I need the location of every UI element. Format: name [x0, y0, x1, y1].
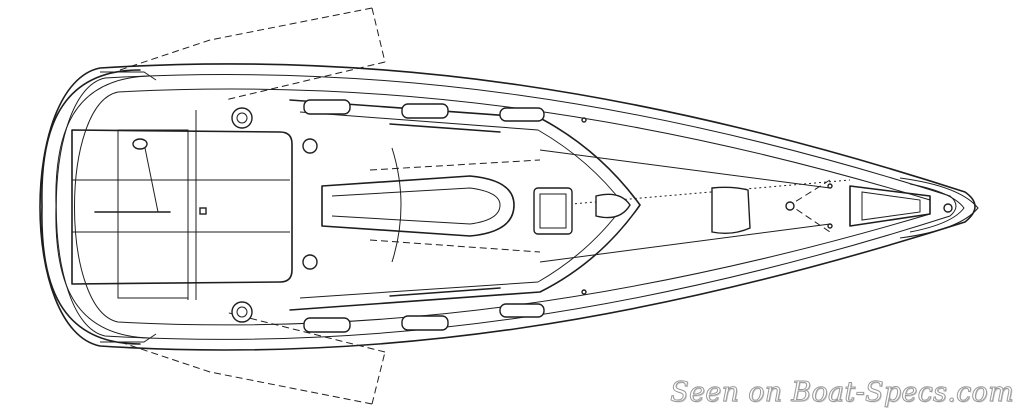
foredeck	[785, 185, 953, 227]
bow-pulpit	[899, 177, 979, 239]
cockpit	[71, 110, 293, 300]
winches	[231, 107, 318, 323]
watermark: Seen on Boat-Specs.com	[670, 377, 1014, 409]
hatches	[533, 186, 751, 235]
coachroof	[289, 99, 641, 311]
hull	[39, 63, 976, 351]
fittings	[581, 117, 833, 295]
stern-pulpit	[41, 69, 157, 345]
portlights	[303, 99, 545, 333]
tracks	[389, 123, 831, 297]
